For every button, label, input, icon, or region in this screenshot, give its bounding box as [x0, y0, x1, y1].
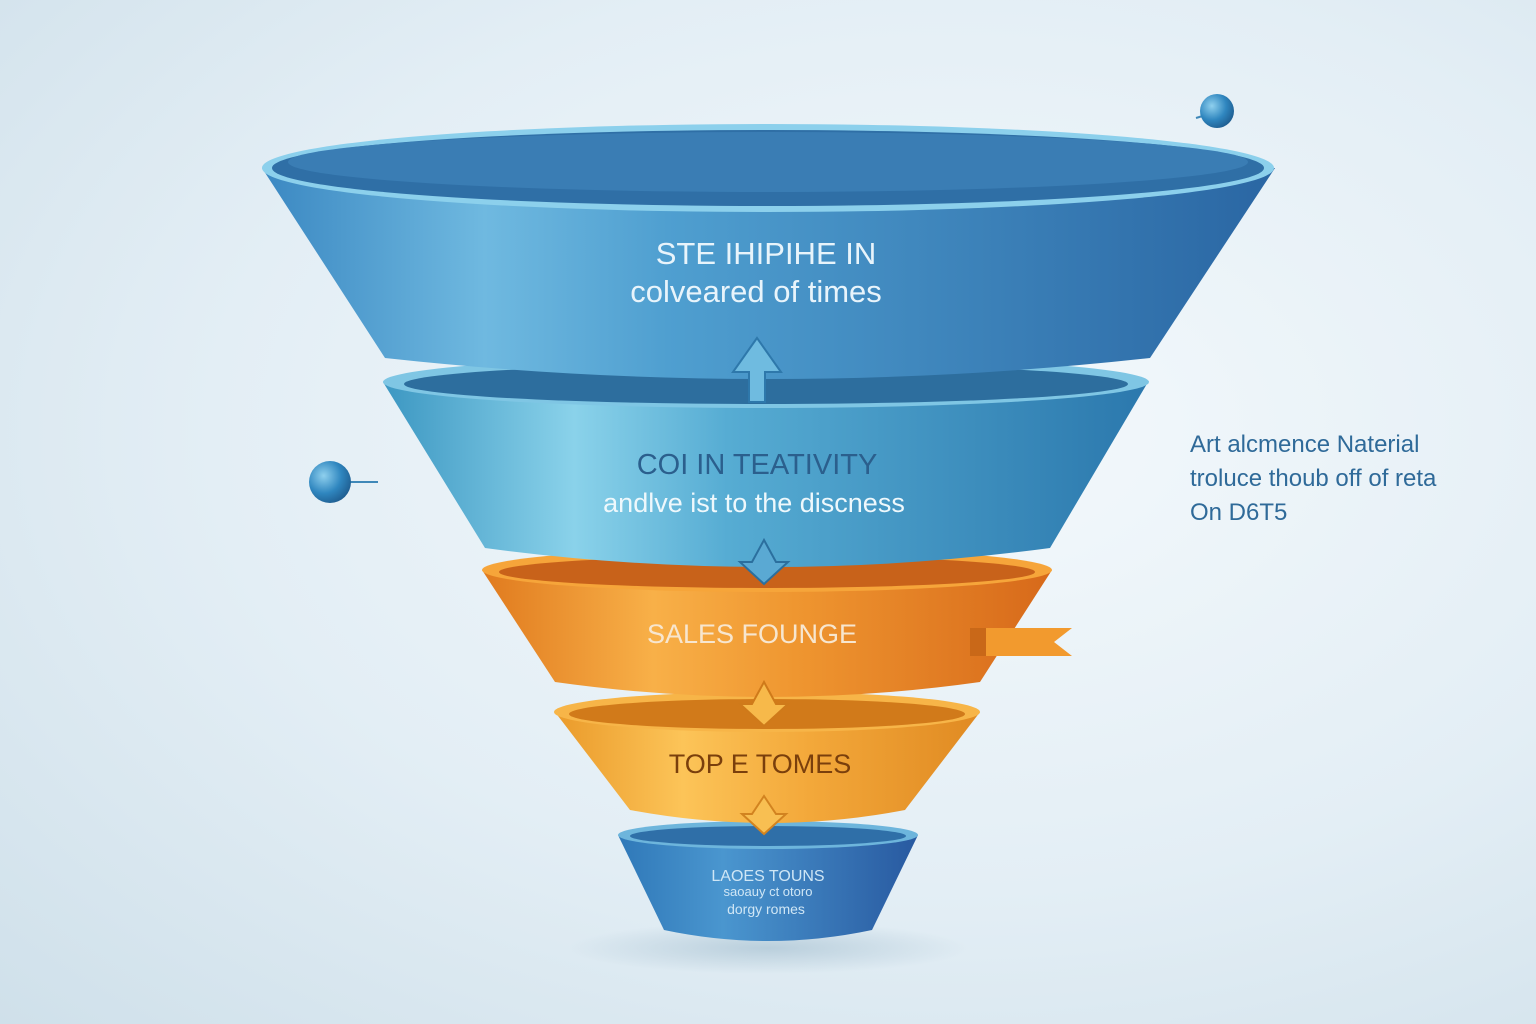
stage-5-line-1: LAOES TOUNS	[711, 868, 824, 885]
arrow-down-icon	[737, 537, 791, 586]
side-annotation-line-1: Art alcmence Naterial	[1190, 431, 1420, 458]
arrow-down-icon	[739, 794, 789, 836]
flag-tab-icon	[970, 628, 1072, 656]
arrow-up-icon	[731, 336, 783, 403]
stage-4-line-1: TOP E TOMES	[669, 749, 852, 779]
dot-pin-icon	[309, 461, 378, 503]
stage-1-line-1: STE IHIPIHE IN	[656, 236, 876, 271]
stage-3-label: SALES FOUNGE	[647, 619, 857, 649]
side-annotation: Art alcmence Naterial troluce thoub off …	[1190, 428, 1510, 530]
side-annotation-line-2: troluce thoub off of reta	[1190, 465, 1437, 492]
side-annotation-line-3: On D6T5	[1190, 499, 1288, 526]
stage-2-line-2: andlve ist to the discness	[603, 488, 905, 518]
stage-5-label: LAOES TOUNS saoauy ct otoro dorgy romes	[711, 868, 824, 917]
stage-4-label: TOP E TOMES	[669, 749, 852, 779]
arrow-down-icon	[737, 679, 791, 728]
stage-5-line-3: dorgy romes	[727, 901, 805, 917]
stage-1-line-2: colveared of times	[630, 274, 882, 309]
stage-5-line-2: saoauy ct otoro	[724, 884, 813, 899]
stage-3-line-1: SALES FOUNGE	[647, 619, 857, 649]
floor-shadow	[568, 922, 968, 974]
stage-1-label: STE IHIPIHE IN colveared of times	[630, 236, 882, 309]
stage-2-label: COI IN TEATIVITY andlve ist to the discn…	[603, 449, 905, 518]
stage-2-line-1: COI IN TEATIVITY	[637, 449, 878, 481]
dot-pin-icon	[1195, 94, 1234, 128]
funnel-stage-5	[618, 821, 918, 941]
funnel-stage-1	[262, 124, 1275, 379]
